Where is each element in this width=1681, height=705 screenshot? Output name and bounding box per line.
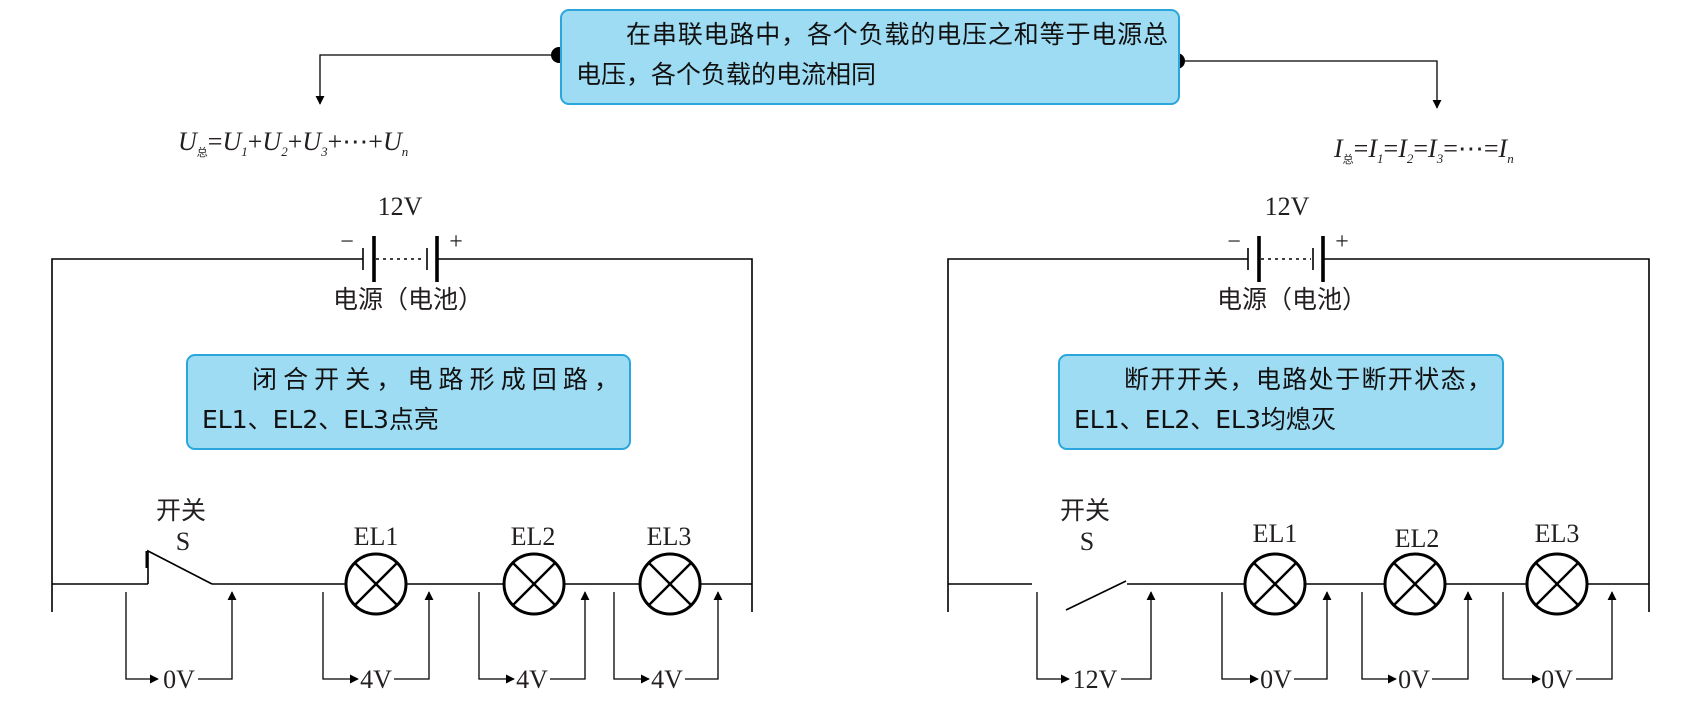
right-meter-el2: [1361, 592, 1468, 679]
formula-voltage: U总=U1+U2+U3+⋯+Un: [178, 127, 409, 160]
left-circuit: − + 12V 电源（电池） 开关 S EL1 EL2 EL3: [51, 192, 753, 694]
left-battery-plus: +: [449, 229, 463, 255]
left-switch-name: S: [176, 527, 190, 556]
left-wire-loop: [51, 258, 753, 612]
right-battery-plus: +: [1335, 229, 1349, 255]
right-switch-open: [1065, 580, 1127, 611]
right-circuit: − + 12V 电源（电池） 开关 S EL1 EL2 EL3 12V 0V: [947, 192, 1650, 694]
right-lamp-el1: [1243, 552, 1307, 616]
right-wire-loop: [947, 258, 1650, 612]
left-battery-voltage: 12V: [378, 192, 423, 221]
right-battery-minus: −: [1227, 229, 1241, 255]
right-battery-voltage: 12V: [1265, 192, 1310, 221]
left-meter-el3: [613, 592, 718, 679]
right-lamp-el1-label: EL1: [1253, 519, 1298, 548]
left-battery-minus: −: [340, 229, 354, 255]
right-meter-switch: [1036, 592, 1151, 679]
left-lamp-el3: [638, 552, 702, 616]
left-lamp-el2-label: EL2: [511, 522, 556, 551]
left-battery: [362, 236, 439, 282]
left-reading-el1: 4V: [360, 665, 392, 694]
right-switch-name: S: [1080, 527, 1094, 556]
right-reading-switch: 12V: [1073, 665, 1118, 694]
left-lamp-el3-label: EL3: [647, 522, 692, 551]
right-lamp-el2: [1383, 552, 1447, 616]
left-lamp-el2: [502, 552, 566, 616]
connector-left: [315, 54, 558, 105]
formula-current: I总=I1=I2=I3=⋯=In: [1334, 134, 1514, 167]
right-battery: [1247, 236, 1325, 282]
left-reading-switch: 0V: [163, 665, 195, 694]
right-switch-label: 开关: [1060, 496, 1110, 525]
left-battery-label: 电源（电池）: [333, 285, 483, 314]
connector-right: [1178, 60, 1442, 109]
right-reading-el2: 0V: [1398, 665, 1430, 694]
right-callout: 断开开关，电路处于断开状态，EL1、EL2、EL3均熄灭: [1058, 354, 1504, 450]
right-reading-el1: 0V: [1260, 665, 1292, 694]
left-meter-switch: [125, 592, 232, 679]
left-lamp-el1-label: EL1: [354, 522, 399, 551]
right-battery-label: 电源（电池）: [1217, 285, 1367, 314]
right-lamp-el2-label: EL2: [1395, 524, 1440, 553]
left-meter-el2: [478, 592, 585, 679]
left-reading-el2: 4V: [516, 665, 548, 694]
right-lamp-el3-label: EL3: [1535, 519, 1580, 548]
right-meter-el3: [1502, 592, 1612, 679]
right-lamp-el3: [1525, 552, 1589, 616]
right-reading-el3: 0V: [1541, 665, 1573, 694]
left-meter-el1: [322, 592, 429, 679]
top-callout: 在串联电路中，各个负载的电压之和等于电源总电压，各个负载的电流相同: [560, 9, 1180, 105]
left-switch-closed: [145, 549, 213, 585]
right-meter-el1: [1221, 592, 1327, 679]
left-callout: 闭合开关，电路形成回路，EL1、EL2、EL3点亮: [186, 354, 631, 450]
left-switch-label: 开关: [156, 496, 206, 525]
left-lamp-el1: [344, 552, 408, 616]
left-reading-el3: 4V: [651, 665, 683, 694]
